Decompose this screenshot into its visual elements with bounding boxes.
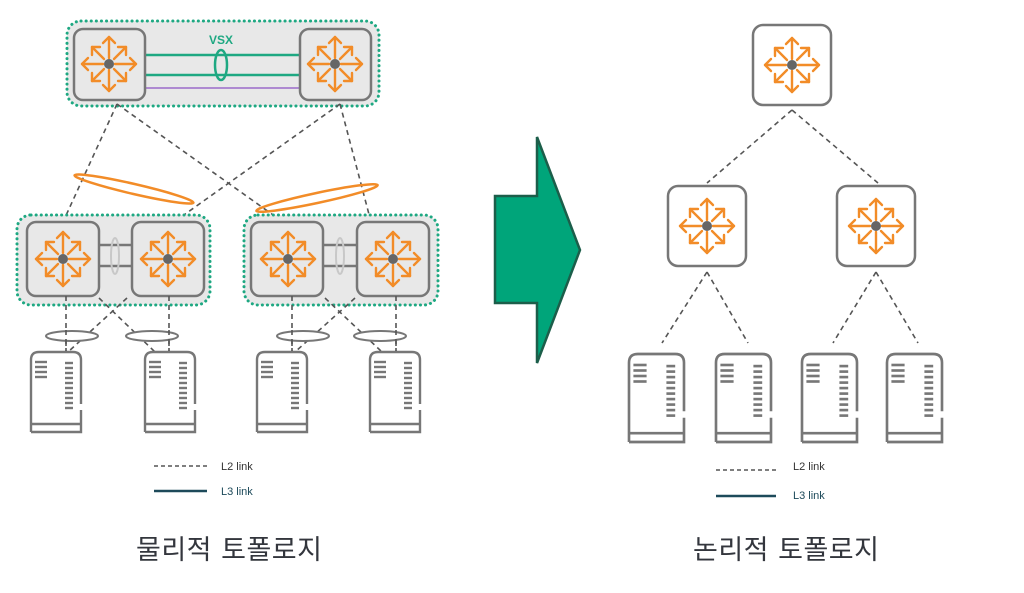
server-icon [29,350,83,434]
legend-l2-label: L2 link [793,461,825,473]
access-switch-3 [249,220,325,298]
server-lag-ring [276,330,330,342]
vsx-label: VSX [209,33,233,47]
transition-arrow [493,136,582,364]
core-switch-2 [298,27,373,102]
physical-topology: VSX [15,19,440,498]
logical-topology: L2 link L3 link [627,23,944,502]
lag-ring [255,182,379,214]
physical-legend: L2 link L3 link [154,461,253,498]
logical-l2-links [661,109,919,344]
server-lag-ring [353,330,407,342]
core-switch-1 [72,27,147,102]
server-icon [800,352,859,444]
logical-core-switch [751,23,833,107]
logical-topology-caption: 논리적 토폴로지 [693,535,880,566]
logical-access-switch-right [835,184,917,268]
server-icon [143,350,197,434]
logical-legend: L2 link L3 link [716,461,825,502]
server-icon [885,352,944,444]
legend-l3-label: L3 link [793,490,825,502]
physical-topology-caption: 물리적 토폴로지 [136,535,323,566]
legend-l3-label: L3 link [221,486,253,498]
lag-ring [73,173,195,205]
server-icon [368,350,422,434]
server-icon [714,352,773,444]
server-lag-ring [45,330,99,342]
logical-access-switch-left [666,184,748,268]
l2-uplinks [62,103,372,223]
vsx-lag-ring [213,48,229,82]
server-lag-ring [125,330,179,342]
server-icon [627,352,686,444]
access-switch-2 [130,220,206,298]
legend-l2-label: L2 link [221,461,253,473]
server-icon [255,350,309,434]
access-switch-4 [355,220,431,298]
access-switch-1 [25,220,101,298]
